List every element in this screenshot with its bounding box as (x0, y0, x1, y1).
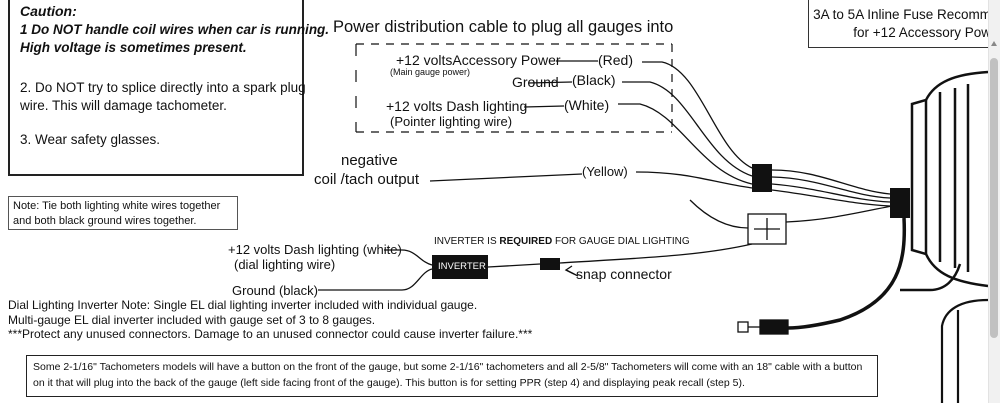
acc-power-color: (Red) (598, 52, 634, 68)
dash-light-sub: (Pointer lighting wire) (390, 114, 513, 129)
inverter-heading-bold: REQUIRED (499, 236, 553, 247)
gauge-body (900, 70, 989, 292)
caution-line-2: High voltage is sometimes present. (20, 40, 247, 55)
dash-light-label: +12 volts Dash lighting (386, 98, 528, 114)
inverter-ground-label: Ground (black) (232, 283, 318, 298)
fuse-line-1: 3A to 5A Inline Fuse Recomm (813, 7, 991, 22)
acc-power-sub: (Main gauge power) (390, 67, 471, 77)
dial-note-line-3: ***Protect any unused connectors. Damage… (8, 327, 533, 341)
power-distribution-box (355, 43, 673, 133)
caution-line-1: 1 Do NOT handle coil wires when car is r… (20, 22, 330, 37)
caution-item-3: 3. Wear safety glasses. (20, 132, 161, 147)
acc-power-label: +12 voltsAccessory Power (396, 52, 561, 68)
small-plug (737, 319, 789, 335)
dash-light-color: (White) (564, 97, 610, 113)
scrollbar-thumb[interactable] (990, 58, 998, 338)
second-gauge (940, 298, 989, 403)
inverter-wires (318, 243, 753, 291)
main-connector (752, 164, 772, 192)
inverter-dash-sub: (dial lighting wire) (234, 257, 336, 272)
inverter-dash-label: +12 volts Dash lighting (white) (228, 242, 402, 257)
gauge-plug (890, 188, 910, 218)
gauge-cable (787, 217, 907, 330)
ground-color: (Black) (572, 72, 616, 88)
inverter-heading-pre: INVERTER IS (434, 236, 500, 247)
caution-item-2a: 2. Do NOT try to splice directly into a … (20, 80, 306, 95)
coil-line-2: coil /tach output (314, 171, 420, 188)
fuse-holder (689, 199, 893, 245)
dial-note-line-1: Dial Lighting Inverter Note: Single EL d… (8, 298, 478, 312)
inverter-box (432, 255, 488, 279)
tach-button-note: Some 2-1/16" Tachometers models will hav… (26, 355, 878, 397)
snap-connector (540, 258, 560, 270)
inverter-heading: INVERTER IS REQUIRED FOR GAUGE DIAL LIGH… (434, 236, 690, 247)
inverter-box-label: INVERTER (438, 261, 486, 272)
tach-note-line-2: on it that will plug into the back of th… (33, 377, 745, 389)
ground-label: Ground (512, 74, 559, 90)
coil-line-1: negative (341, 152, 398, 169)
snap-connector-label: snap connector (576, 266, 672, 282)
tie-note-line-1: Note: Tie both lighting white wires toge… (13, 200, 221, 212)
caution-box: Caution: 1 Do NOT handle coil wires when… (8, 0, 329, 176)
inverter-heading-post: FOR GAUGE DIAL LIGHTING (552, 236, 690, 247)
scroll-up-arrow-icon[interactable] (990, 36, 998, 50)
coil-color: (Yellow) (582, 164, 628, 179)
fuse-note-box: 3A to 5A Inline Fuse Recomm for +12 Acce… (808, 0, 998, 48)
tie-note-line-2: and both black ground wires together. (13, 215, 197, 227)
power-cable-title: Power distribution cable to plug all gau… (333, 18, 674, 36)
fuse-line-2: for +12 Accessory Pow (853, 25, 991, 40)
caution-title: Caution: (20, 3, 77, 19)
tach-note-line-1: Some 2-1/16" Tachometers models will hav… (33, 361, 863, 373)
caution-item-2b: wire. This will damage tachometer. (20, 98, 227, 113)
connector-to-gauge-wires (771, 169, 891, 207)
snap-arrow (564, 265, 579, 277)
power-wires (618, 61, 753, 189)
dial-note-line-2: Multi-gauge EL dial inverter included wi… (8, 313, 376, 327)
tie-wires-note: Note: Tie both lighting white wires toge… (8, 196, 238, 230)
